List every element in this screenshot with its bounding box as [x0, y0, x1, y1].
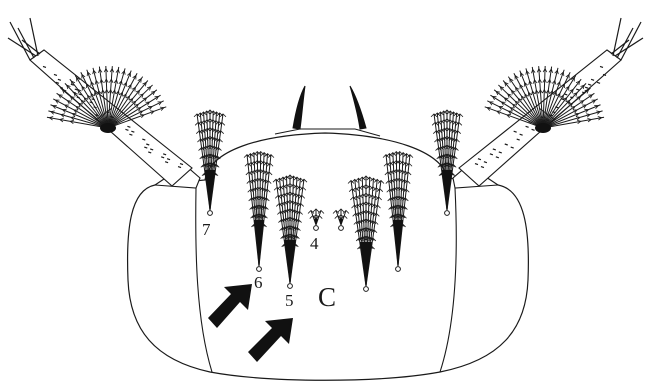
seta-brush-6-left: [244, 152, 274, 272]
head-capsule-inner-line: [196, 188, 457, 372]
setal-brushes: [194, 110, 463, 291]
seta-label-6: 6: [254, 273, 263, 292]
seta-label-4: 4: [310, 234, 319, 253]
seta-brush-4-left: [308, 209, 324, 230]
seta-label-7: 7: [202, 220, 211, 239]
seta-brush-5-left: [273, 175, 307, 288]
left-antenna: [8, 18, 192, 186]
right-antenna-tip: [611, 18, 643, 60]
left-horn: [293, 86, 305, 129]
right-horn: [350, 86, 366, 129]
panel-label: C: [318, 282, 336, 312]
arrow-icon: [248, 318, 293, 362]
left-antenna-tip: [8, 18, 40, 60]
seta-label-5: 5: [285, 291, 294, 310]
seta-brush-7-right: [431, 110, 463, 215]
seta-brush-5-right: [348, 176, 384, 291]
right-antenna: [459, 18, 643, 186]
seta-brush-6-right: [383, 152, 413, 272]
seta-brush-4-right: [333, 209, 349, 230]
arrow-icon: [208, 284, 252, 328]
seta-brush-7-left: [194, 110, 226, 215]
